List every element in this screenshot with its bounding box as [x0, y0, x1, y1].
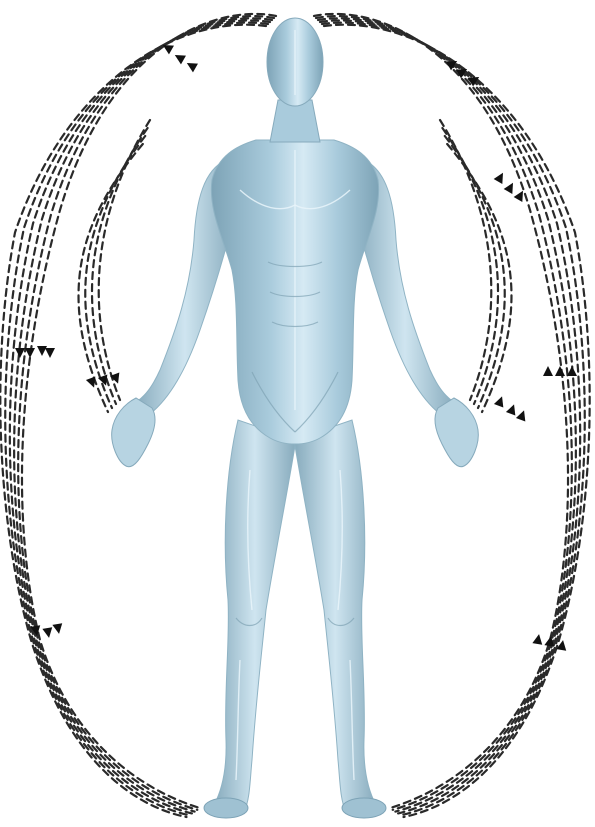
arrow-right-9 — [567, 366, 577, 376]
field-line-right-inner-1 — [440, 120, 491, 400]
human-figure — [112, 18, 479, 818]
arrow-right-7 — [543, 366, 553, 376]
right-hand — [435, 398, 478, 467]
field-line-left-inner-1 — [99, 120, 150, 400]
arrow-right-5 — [504, 180, 518, 194]
left-hand — [112, 398, 155, 467]
arrow-left-13 — [52, 623, 64, 635]
field-line-right-inner-3 — [445, 136, 505, 408]
arrow-left-7 — [45, 348, 55, 358]
right-foot — [342, 798, 386, 818]
arrow-left-6 — [37, 346, 47, 356]
field-line-right-inner-4 — [447, 144, 511, 412]
arrow-right-13 — [532, 633, 544, 645]
arrow-right-12 — [516, 409, 529, 422]
left-leg — [214, 420, 296, 815]
field-line-left-inner-4 — [79, 144, 143, 412]
arrow-left-3 — [184, 59, 198, 73]
left-foot — [204, 798, 248, 818]
field-line-left-inner-3 — [85, 136, 145, 408]
arrow-right-8 — [555, 366, 565, 376]
right-leg — [294, 420, 376, 815]
arrow-left-5 — [25, 348, 35, 358]
arrow-left-2 — [172, 51, 186, 65]
arrow-right-10 — [494, 395, 507, 408]
arrow-right-4 — [494, 170, 508, 184]
arrow-right-11 — [506, 403, 519, 416]
arrow-left-12 — [42, 627, 54, 639]
